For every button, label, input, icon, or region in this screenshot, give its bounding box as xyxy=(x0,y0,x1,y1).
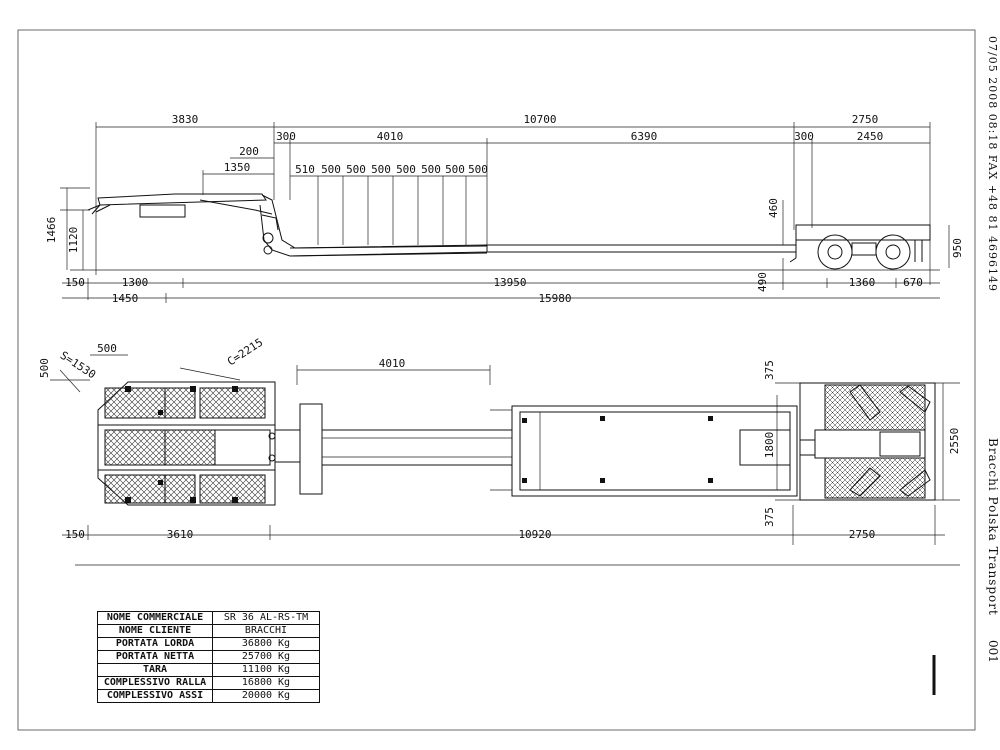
dim-2550: 2550 xyxy=(948,428,961,455)
gooseneck-neck xyxy=(259,194,488,257)
gooseneck-deck xyxy=(97,193,267,206)
dim-1800: 1800 xyxy=(763,432,776,459)
dim-375-top: 375 xyxy=(763,360,776,380)
spec-label: PORTATA LORDA xyxy=(97,637,213,651)
dim-150: 150 xyxy=(65,276,85,289)
hinge-pin xyxy=(262,232,274,244)
dim-spacing-510: 510 xyxy=(295,163,315,176)
dim-spacing-500: 500 xyxy=(346,163,366,176)
spec-value: 20000 Kg xyxy=(212,689,320,703)
dim-spacing-500: 500 xyxy=(468,163,488,176)
dim-950: 950 xyxy=(951,238,964,258)
dim-10920: 10920 xyxy=(518,528,551,541)
dim-1300: 1300 xyxy=(122,276,149,289)
side-view: 3830 10700 2750 300 4010 6390 300 2450 2… xyxy=(45,113,964,305)
dim-1466: 1466 xyxy=(45,217,58,244)
dim-c2215: C=2215 xyxy=(225,336,265,369)
cross-member-lines xyxy=(317,176,467,245)
dim-2750-plan: 2750 xyxy=(849,528,876,541)
dim-s1530: S=1530 xyxy=(58,349,98,382)
dim-6390: 6390 xyxy=(631,130,658,143)
spec-label: TARA xyxy=(97,663,213,677)
dim-13950: 13950 xyxy=(493,276,526,289)
central-beam xyxy=(321,429,513,466)
dim-300-left: 300 xyxy=(276,130,296,143)
deck-panel xyxy=(164,387,196,419)
spec-label: COMPLESSIVO ASSI xyxy=(97,689,213,703)
dim-top-2750: 2750 xyxy=(852,113,879,126)
dim-top-10700: 10700 xyxy=(523,113,556,126)
dim-spacing-500: 500 xyxy=(396,163,416,176)
spec-label: COMPLESSIVO RALLA xyxy=(97,676,213,690)
dim-1450: 1450 xyxy=(112,292,139,305)
deck-panel xyxy=(199,387,266,419)
dim-2450: 2450 xyxy=(857,130,884,143)
dim-670: 670 xyxy=(903,276,923,289)
deck-panel xyxy=(164,429,216,466)
dim-spacing-500: 500 xyxy=(445,163,465,176)
dim-4010: 4010 xyxy=(377,130,404,143)
dim-1350: 1350 xyxy=(224,161,251,174)
dim-1360: 1360 xyxy=(849,276,876,289)
spec-label: NOME CLIENTE xyxy=(97,624,213,638)
dim-spacing-500: 500 xyxy=(321,163,341,176)
bogie-panel xyxy=(824,384,926,431)
top-view: 500 500 S=1530 C=2215 4010 375 1800 375 … xyxy=(38,336,961,545)
main-deck xyxy=(289,228,797,263)
deck-panel xyxy=(104,474,166,504)
dim-1120: 1120 xyxy=(67,227,80,254)
dim-200: 200 xyxy=(239,145,259,158)
gooseneck-plan-outline xyxy=(97,381,276,506)
spec-label: NOME COMMERCIALE xyxy=(97,611,213,625)
dim-375-bottom: 375 xyxy=(763,507,776,527)
low-bed-outline xyxy=(511,405,798,497)
spec-value: 25700 Kg xyxy=(212,650,320,664)
spec-value: BRACCHI xyxy=(212,624,320,638)
rear-bogie xyxy=(795,224,931,270)
spec-value: 16800 Kg xyxy=(212,676,320,690)
dim-spacing-500: 500 xyxy=(421,163,441,176)
company-label: Bracchi Polska Transport xyxy=(986,438,1000,616)
fax-header: 07/05 2008 08:18 FAX +48 81 4696149 xyxy=(986,36,999,293)
deck-panel xyxy=(104,429,166,466)
dim-490: 490 xyxy=(756,272,769,292)
spec-value: 11100 Kg xyxy=(212,663,320,677)
dim-15980: 15980 xyxy=(538,292,571,305)
spec-value: SR 36 AL-RS-TM xyxy=(212,611,320,625)
deck-panel xyxy=(104,387,166,419)
page-number: 001 xyxy=(986,640,1000,663)
dim-spacing-500: 500 xyxy=(371,163,391,176)
dim-150-plan: 150 xyxy=(65,528,85,541)
drawing-frame xyxy=(17,29,976,731)
dim-300-right: 300 xyxy=(794,130,814,143)
dim-500-side: 500 xyxy=(38,358,51,378)
bogie-plan-outline xyxy=(799,382,936,501)
dim-3610: 3610 xyxy=(167,528,194,541)
spec-label: PORTATA NETTA xyxy=(97,650,213,664)
dim-460: 460 xyxy=(767,198,780,218)
neck-block xyxy=(299,403,323,495)
dim-top-3830: 3830 xyxy=(172,113,199,126)
spec-value: 36800 Kg xyxy=(212,637,320,651)
bogie-panel xyxy=(824,457,926,499)
dim-500-top: 500 xyxy=(97,342,117,355)
dim-4010-plan: 4010 xyxy=(379,357,406,370)
